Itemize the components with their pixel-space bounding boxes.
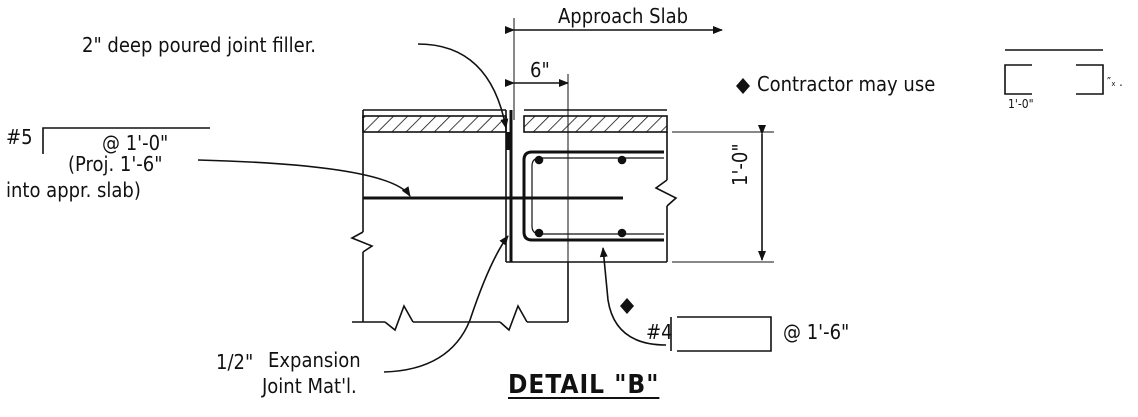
diamond-icon [736,78,750,94]
leader-joint-filler [417,43,509,129]
bar5-into-label: into appr. slab) [6,178,141,202]
expansion-label-2: Joint Mat'l. [262,374,357,398]
bar5-mark-label: #5 [6,125,33,149]
rebar-dot-4 [617,228,627,238]
right-slab-hatch [523,115,668,133]
joint-filler-label: 2" deep poured joint filler. [82,33,317,57]
contractor-dim-label: 1'-0" [1008,97,1034,111]
left-break [350,231,374,253]
leader-bar5 [197,159,411,197]
expansion-fraction: 1/2" [216,350,254,374]
detail-title: DETAIL "B" [508,370,660,400]
six-inch-dim-label: 6" [530,58,550,82]
ground-break-1 [384,304,414,332]
rebar-dot-3 [534,228,544,238]
bar5-spacing-label: @ 1'-0" [102,131,169,155]
bar4-shape [677,316,772,352]
left-slab-hatch [362,115,507,133]
approach-break [654,179,678,207]
rebar-dot-2 [617,155,627,165]
approach-slab-label: Approach Slab [558,4,689,28]
bar5-proj-label: (Proj. 1'-6" [68,152,163,176]
diamond-icon [620,298,634,314]
contractor-suffix: ″ₓ . [1107,75,1123,89]
leader-bar4 [599,247,667,346]
contractor-shape-right [1076,64,1104,95]
expansion-label-1: Expansion [268,348,361,372]
contractor-note-label: Contractor may use [757,72,936,96]
bar4-mark-label: #4 [646,320,673,344]
ground-break-2 [499,304,528,332]
contractor-shape-left [1004,64,1032,95]
leader-expansion [383,235,509,373]
one-ft-dim-label: 1'-0" [728,143,752,186]
bar4-spacing-label: @ 1'-6" [783,320,850,344]
bar4-stirrup-top [522,150,664,242]
bar4-stirrup-inner [531,157,664,235]
rebar-dot-1 [534,155,544,165]
bar5-bracket [42,127,210,154]
